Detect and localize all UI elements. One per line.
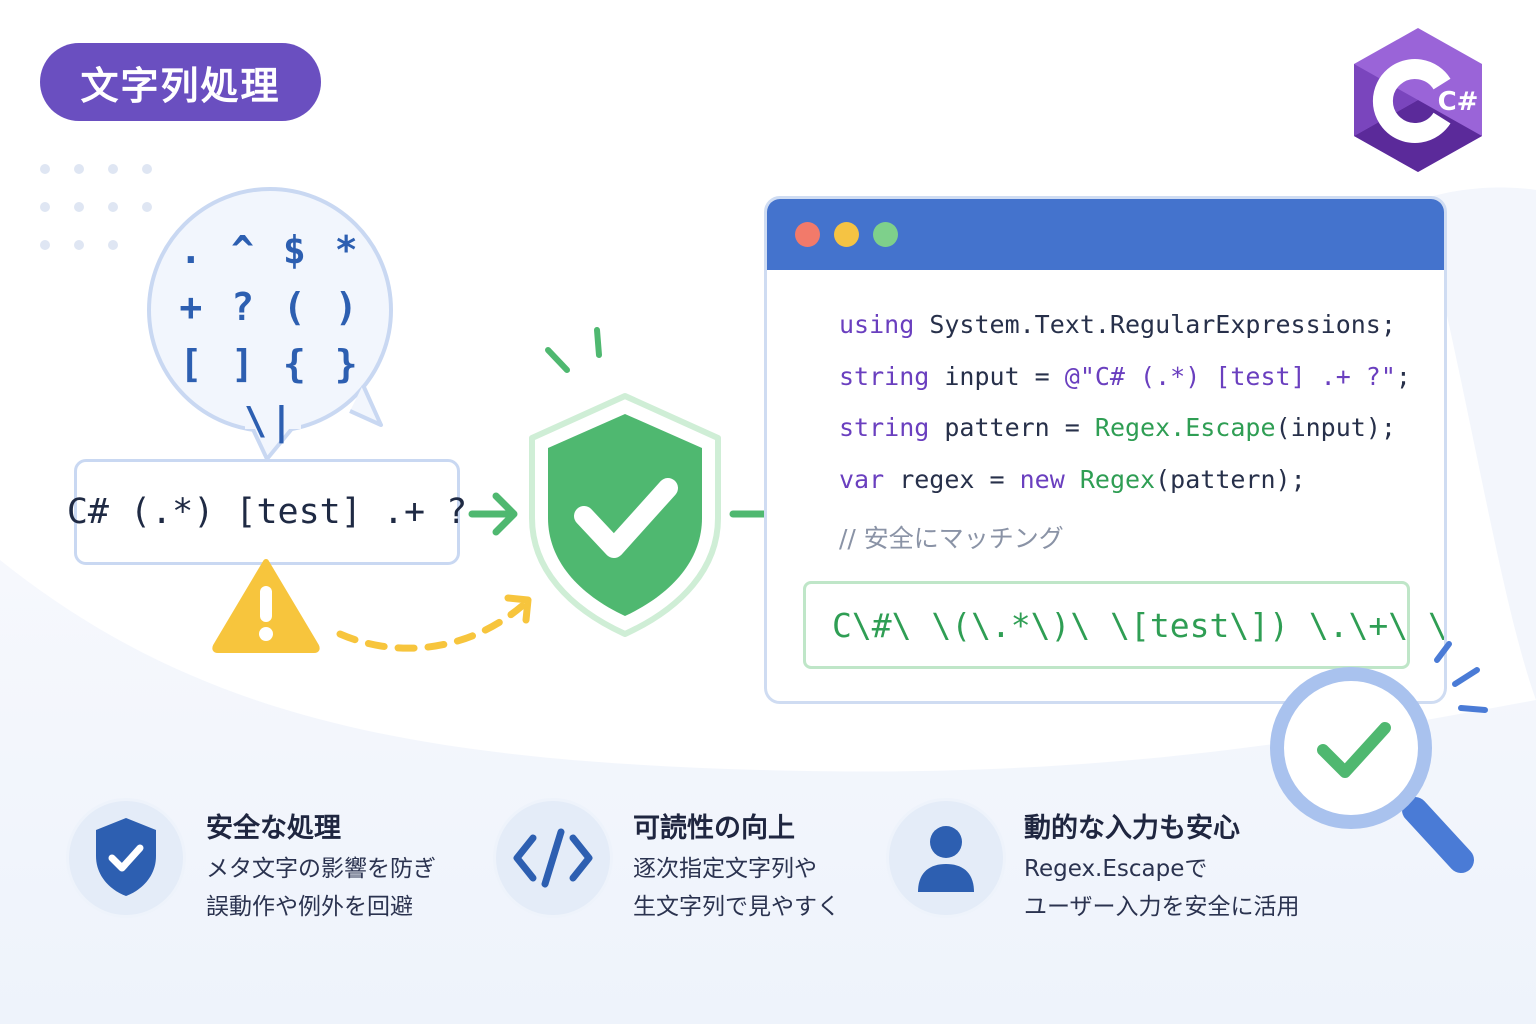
page-title: 文字列処理 xyxy=(80,63,281,108)
csharp-logo-icon: C# xyxy=(1354,28,1482,172)
feature-desc-line: 誤動作や例外を回避 xyxy=(206,894,413,920)
shield-check-icon xyxy=(96,818,156,896)
csharp-logo-label: C# xyxy=(1438,87,1479,117)
code-text: input = xyxy=(929,361,1065,391)
code-text: ; xyxy=(1395,361,1411,391)
shield-check-icon xyxy=(529,393,721,637)
window-close-dot[interactable] xyxy=(795,222,820,247)
feature-title: 動的な入力も安心 xyxy=(1024,813,1240,844)
code-text: regex = xyxy=(884,464,1020,494)
warning-icon xyxy=(212,559,320,653)
window-maximize-dot[interactable] xyxy=(873,222,898,247)
user-icon xyxy=(918,826,974,892)
magnifier-check-icon xyxy=(1270,641,1488,873)
input-string-box: C# (.*) [test] .+ ? xyxy=(67,459,467,565)
feature-title: 安全な処理 xyxy=(206,813,341,844)
code-block: using System.Text.RegularExpressions;str… xyxy=(839,299,1411,565)
window-minimize-dot[interactable] xyxy=(834,222,859,247)
feature-desc-line: 逐次指定文字列や xyxy=(633,856,817,882)
code-string: @"C# (.*) [test] .+ ?" xyxy=(1064,361,1396,391)
code-text: (input); xyxy=(1275,413,1396,442)
escaped-result-box: C\#\ \(\.*\)\ \[test\]) \.\+\ \? xyxy=(803,581,1444,669)
code-text: System.Text.RegularExpressions; xyxy=(914,310,1396,339)
metachar-list: . ^ $ * + ? ( ) [ ] { } \| xyxy=(165,222,375,450)
feature-description: 逐次指定文字列や 生文字列で見やすく xyxy=(633,850,840,926)
code-line-2: string input = @"C# (.*) [test] .+ ?"; xyxy=(839,351,1411,403)
code-comment: // 安全にマッチング xyxy=(839,524,1064,553)
window-titlebar xyxy=(767,199,1444,270)
escaped-result: C\#\ \(\.*\)\ \[test\]) \.\+\ \? xyxy=(832,605,1447,645)
input-string: C# (.*) [test] .+ ? xyxy=(66,492,468,532)
metachar-line-1: . ^ $ * xyxy=(179,228,361,272)
feature-desc-line: ユーザー入力を安全に活用 xyxy=(1024,894,1300,920)
code-line-1: using System.Text.RegularExpressions; xyxy=(839,299,1411,351)
metachar-line-2: + ? ( ) xyxy=(179,285,361,329)
code-class: Regex xyxy=(1079,464,1156,494)
code-keyword: string xyxy=(839,413,930,442)
feature-desc-line: Regex.Escapeで xyxy=(1024,856,1208,882)
code-keyword: string xyxy=(839,361,930,391)
feature-title: 可読性の向上 xyxy=(633,813,795,844)
code-text: (pattern); xyxy=(1155,464,1306,494)
code-keyword-new: new xyxy=(1019,464,1065,494)
page-title-pill: 文字列処理 xyxy=(40,43,321,121)
code-line-3: string pattern = Regex.Escape(input); xyxy=(839,402,1411,454)
code-method: Regex.Escape xyxy=(1094,413,1276,442)
feature-description: メタ文字の影響を防ぎ 誤動作や例外を回避 xyxy=(206,850,436,926)
feature-description: Regex.Escapeで ユーザー入力を安全に活用 xyxy=(1024,850,1300,926)
code-keyword: var xyxy=(839,464,885,494)
code-window: using System.Text.RegularExpressions;str… xyxy=(764,196,1447,704)
code-brackets-icon xyxy=(513,828,593,888)
code-text: pattern = xyxy=(929,413,1095,442)
code-text xyxy=(1065,465,1080,494)
metachar-line-3: [ ] { } \| xyxy=(179,342,361,443)
feature-desc-line: 生文字列で見やすく xyxy=(633,894,840,920)
code-keyword: using xyxy=(839,310,915,339)
arrow-right-icon xyxy=(468,492,518,536)
feature-desc-line: メタ文字の影響を防ぎ xyxy=(206,856,436,882)
code-line-4: var regex = new Regex(pattern); xyxy=(839,454,1411,506)
metachar-bubble xyxy=(147,187,393,461)
